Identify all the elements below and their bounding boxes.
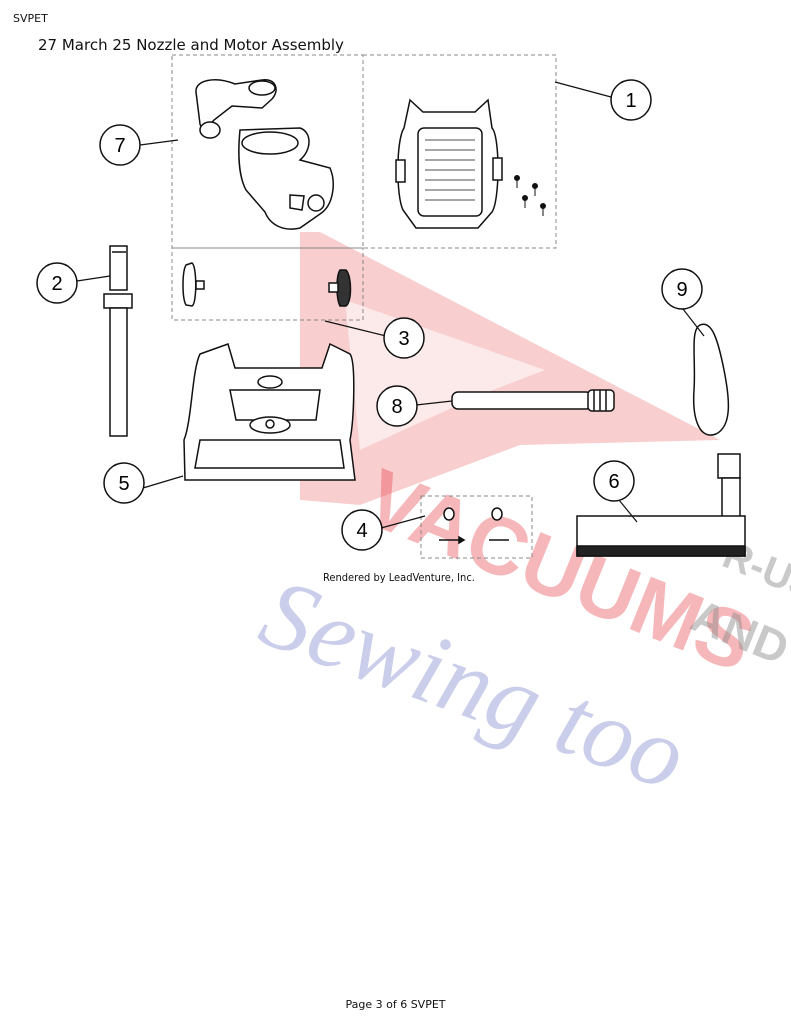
callout-3-label: 3	[398, 328, 409, 350]
callout-5: 5	[103, 462, 145, 504]
page-title: 27 March 25 Nozzle and Motor Assembly	[38, 36, 344, 54]
callout-7: 7	[99, 124, 141, 166]
leader-lines	[76, 81, 705, 529]
part-1-screws	[514, 175, 546, 216]
leader-line-4	[380, 515, 426, 529]
callout-8: 8	[376, 385, 418, 427]
callout-1-label: 1	[625, 90, 636, 112]
callout-6-label: 6	[608, 471, 619, 493]
group-box-3	[171, 247, 364, 321]
leader-line-2	[76, 275, 111, 282]
part-7-nozzle-hood	[195, 79, 334, 230]
callout-3: 3	[383, 317, 425, 359]
callout-8-label: 8	[391, 396, 402, 418]
part-2-tube	[103, 245, 133, 437]
leader-line-3	[324, 320, 387, 337]
part-3-wheels	[182, 262, 352, 307]
callout-5-label: 5	[118, 473, 129, 495]
document-code: SVPET	[13, 12, 48, 25]
callout-1: 1	[610, 79, 652, 121]
rendered-by-credit: Rendered by LeadVenture, Inc.	[323, 571, 475, 584]
callout-6: 6	[593, 460, 635, 502]
group-box-4	[420, 495, 533, 559]
leader-line-1	[554, 81, 612, 98]
callout-7-label: 7	[114, 135, 125, 157]
part-4-hardware	[439, 507, 509, 545]
callout-2-label: 2	[51, 273, 62, 295]
leader-line-8	[415, 400, 453, 406]
part-5-nozzle-base	[183, 342, 356, 481]
leader-line-7	[139, 139, 179, 146]
leader-line-6	[618, 499, 638, 523]
part-9-belt	[692, 323, 730, 436]
callout-4-label: 4	[356, 520, 367, 542]
callout-4: 4	[341, 509, 383, 551]
page-footer: Page 3 of 6 SVPET	[345, 998, 446, 1011]
part-6-nozzle-bar	[576, 453, 746, 557]
callout-9: 9	[661, 268, 703, 310]
group-boxes	[171, 54, 557, 559]
callout-9-label: 9	[676, 279, 687, 301]
group-box-1	[362, 54, 557, 249]
leader-line-9	[682, 308, 705, 337]
part-8-brush-roll	[451, 389, 615, 412]
leader-line-5	[142, 475, 184, 489]
part-1-motor-housing	[395, 98, 503, 229]
callout-2: 2	[36, 262, 78, 304]
